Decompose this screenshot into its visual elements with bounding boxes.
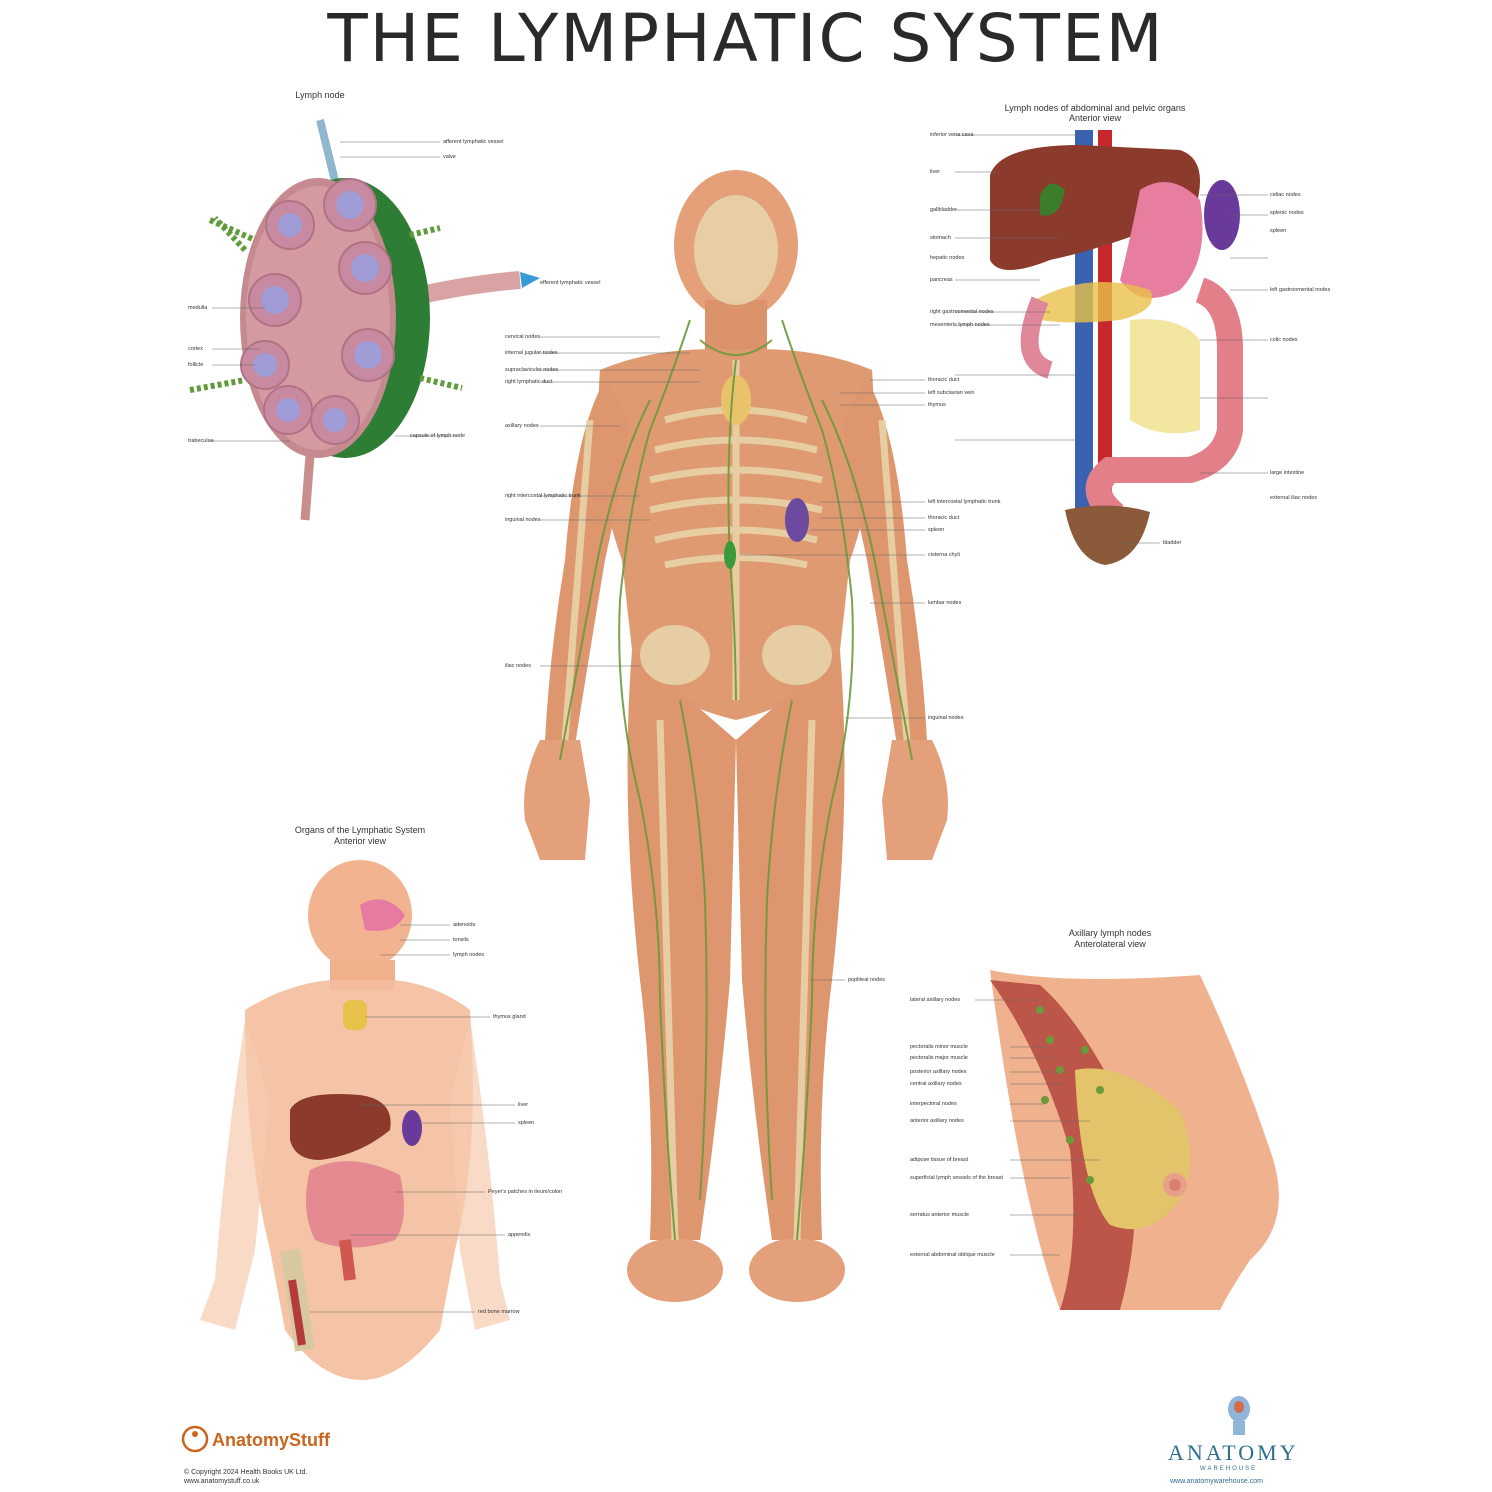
label: left gastroomental nodes [1270,287,1331,293]
abdominal-title: Lymph nodes of abdominal and pelvic orga… [1004,103,1186,113]
copyright: © Copyright 2024 Health Books UK Ltd. ww… [184,1468,307,1486]
label: inguinal nodes [505,517,541,523]
label: efferent lymphatic vessel [540,280,601,286]
label: tonsils [453,937,469,943]
label: thymus [928,402,946,408]
label: cervical nodes [505,334,541,340]
label: pectoralis major muscle [910,1055,968,1061]
label: interpectoral nodes [910,1101,957,1107]
label: spleen [1270,228,1287,234]
label: right intercostal lymphatic trunk [505,493,581,499]
abdominal-subtitle: Anterior view [1068,113,1122,123]
label: hepatic nodes [930,255,965,261]
anatomystuff-brand: AnatomyStuff [212,1430,330,1450]
label: liver [930,169,941,175]
label: internal jugular nodes [505,350,558,356]
label: external iliac nodes [1270,495,1318,501]
label: spleen [518,1120,535,1126]
label: colic nodes [1270,337,1298,343]
label: thymus gland [493,1014,526,1020]
label: popliteal nodes [848,977,886,983]
label: gallbladder [930,207,957,213]
label: pancreas [930,277,953,283]
label: spleen [928,527,945,533]
anatomy-warehouse-logo-icon [1228,1396,1250,1435]
axillary-diagram [975,970,1279,1310]
label: right gastroomental nodes [930,309,994,315]
label: supraclavicular nodes [505,367,559,373]
label: thoracic duct [928,515,960,521]
axillary-subtitle: Anterolateral view [1074,939,1146,949]
label: inferior vena cava [930,132,974,138]
lymph-node-title: Lymph node [295,90,345,100]
label: posterior axillary nodes [910,1069,967,1075]
label: liver [518,1102,529,1108]
organs-subtitle: Anterior view [333,836,387,846]
label: lumbar nodes [928,600,962,606]
label: thoracic duct [928,377,960,383]
label: appendix [508,1232,531,1238]
axillary-title: Axillary lymph nodes [1068,928,1152,938]
label: anterior axillary nodes [910,1118,964,1124]
label: adipose tissue of breast [910,1157,969,1163]
organs-title: Organs of the Lymphatic System [294,825,426,835]
organs-diagram [200,860,515,1380]
label: cisterna chyli [928,552,960,558]
label: Peyer's patches in ileum/colon [488,1189,563,1195]
label: follicle [188,362,204,368]
label: mesenteric lymph nodes [930,322,990,328]
label: left intercostal lymphatic trunk [928,499,1001,505]
anatomy-warehouse-url: www.anatomywarehouse.com [1170,1478,1263,1485]
label: lymph nodes [453,952,485,958]
label: pectoralis minor muscle [910,1044,968,1050]
label: right lymphatic duct [505,379,553,385]
label: iliac nodes [505,663,531,669]
label: serratus anterior muscle [910,1212,969,1218]
label: valve [443,154,456,160]
poster-title: THE LYMPHATIC SYSTEM [327,0,1165,77]
anatomystuff-logo-icon [181,1425,209,1453]
label: red bone marrow [478,1309,520,1315]
abdominal-diagram [955,130,1268,565]
label: superficial lymph vessels of the breast [910,1175,1003,1181]
label: capsule of lymph node [410,433,466,439]
label: stomach [930,235,951,241]
label: central axillary nodes [910,1081,962,1087]
label: external abdominal oblique muscle [910,1252,995,1258]
label: medulla [188,305,208,311]
label: cortex [188,346,203,352]
lymph-node-diagram [189,119,540,521]
label: celiac nodes [1270,192,1301,198]
label: inguinal nodes [928,715,964,721]
anatomy-warehouse-brand: ANATOMY [1168,1440,1299,1465]
label: lateral axillary nodes [910,997,961,1003]
label: bladder [1163,540,1182,546]
copyright-text: © Copyright 2024 Health Books UK Ltd. [184,1469,308,1476]
label: left subclavian vein [928,390,975,396]
label: axillary nodes [505,423,539,429]
label: trabeculae [188,438,214,444]
anatomystuff-url: www.anatomystuff.co.uk [184,1478,260,1485]
label: afferent lymphatic vessel [443,139,504,145]
anatomy-warehouse-sub: WAREHOUSE [1200,1466,1258,1472]
body-figure [524,170,948,1302]
label: adenoids [453,922,476,928]
label: splenic nodes [1270,210,1304,216]
label: large intestine [1270,470,1305,476]
